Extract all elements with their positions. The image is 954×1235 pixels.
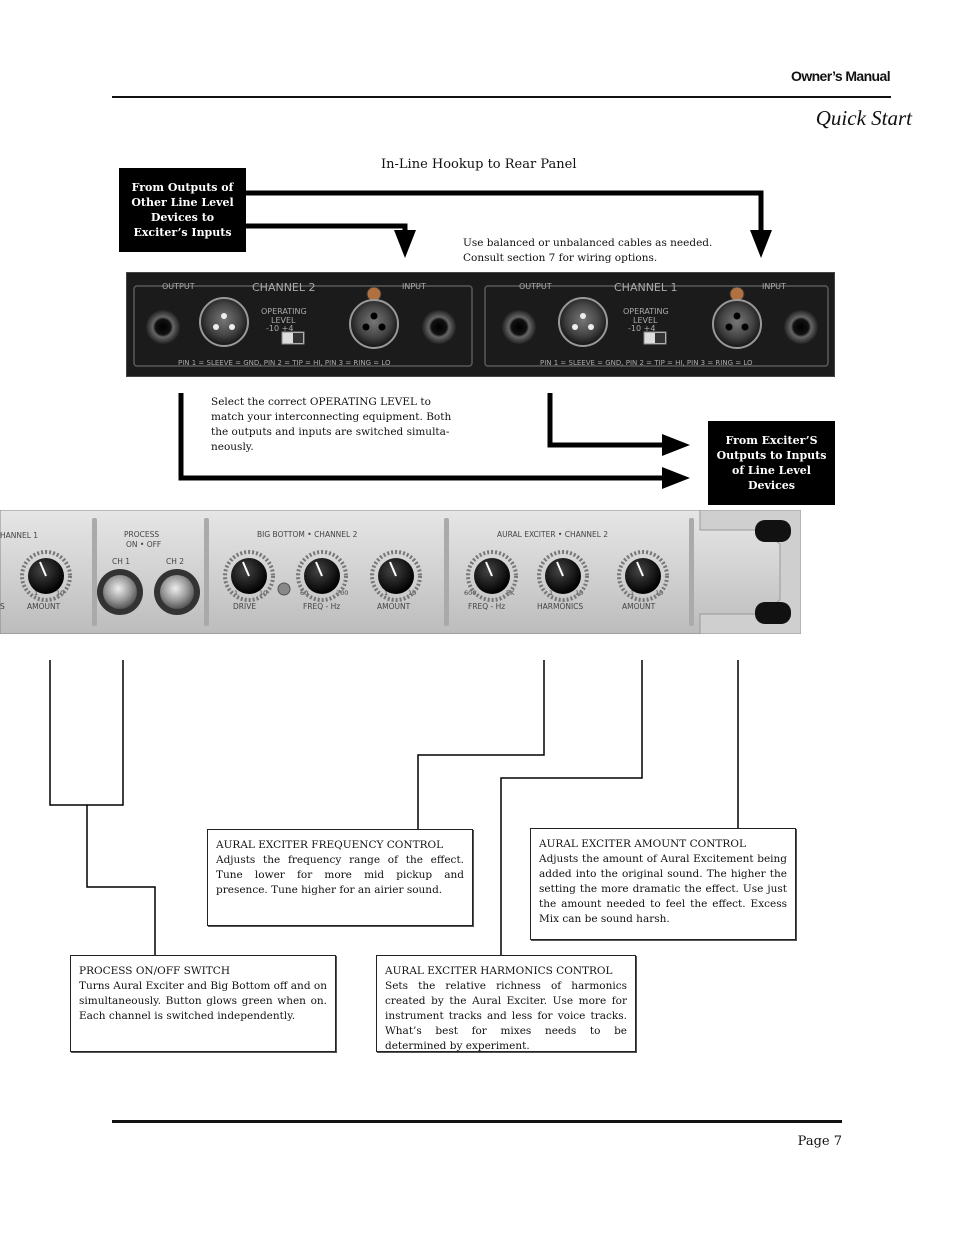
diagram-title: In-Line Hookup to Rear Panel [381,157,577,172]
harmonics-callout-title: AURAL EXCITER HARMONICS CONTROL [385,965,613,977]
rear-pin-text: PIN 1 = SLEEVE = GND, PIN 2 = TIP = HI, … [178,359,391,367]
rack-slot-top [755,520,791,542]
cables-note-line: Use balanced or unbalanced cables as nee… [463,237,713,249]
arrowhead [394,230,416,258]
scale-1: 1 [630,589,634,597]
scale-1: 1 [549,589,553,597]
output-arrow-ch1 [547,393,670,448]
outputs-dest-box: From Exciter’S Outputs to Inputs of Line… [708,421,835,505]
process-callout-title: PROCESS ON/OFF SWITCH [79,965,230,977]
scale-10: 10 [408,589,416,597]
amount-callout-title: AURAL EXCITER AMOUNT CONTROL [539,838,746,850]
rear-operating-label: OPERATING [623,307,669,316]
frequency-callout-title: AURAL EXCITER FREQUENCY CONTROL [216,839,444,851]
page-number: Page 7 [797,1134,842,1149]
knob-freq-bb [304,558,340,594]
knob-freq-ae [474,558,510,594]
rear-output-label: OUTPUT [162,282,195,291]
harmonics-callout-body: Sets the relative richness of harmonics … [385,980,627,1052]
xlr-input-ch1 [712,299,762,349]
scale-1: 1 [34,589,38,597]
scale-10: 10 [655,589,663,597]
drive-label: DRIVE [233,602,256,611]
rear-operating-label: OPERATING [261,307,307,316]
arrowhead [662,467,690,489]
big-bottom-label: BIG BOTTOM • CHANNEL 2 [257,530,358,539]
process-callout: PROCESS ON/OFF SWITCH Turns Aural Excite… [70,955,336,1052]
scale-1: 1 [234,589,238,597]
jack-input-ch1 [784,310,818,344]
scale-200: 200 [336,589,348,597]
jack-output-ch2 [146,310,180,344]
rear-input-label: INPUT [402,282,426,291]
scale-1: 1 [384,589,388,597]
jack-output-ch1 [502,310,536,344]
knob-drive [231,558,267,594]
front-s-label: S [0,602,5,611]
cables-note-line: Consult section 7 for wiring options. [463,252,658,264]
level-note: Select the correct OPERATING LEVEL to ma… [211,395,451,455]
inputs-source-box: From Outputs of Other Line Level Devices… [119,168,246,252]
input-arrows [178,190,772,489]
led-indicator [277,582,291,596]
level-note-line: the outputs and inputs are switched simu… [211,426,450,438]
knob-amount-bb [378,558,414,594]
amount-label-ch1: AMOUNT [27,602,61,611]
header-section-title: Quick Start [815,106,912,130]
leader-lines [49,660,739,955]
rear-pin-text: PIN 1 = SLEEVE = GND, PIN 2 = TIP = HI, … [540,359,753,367]
amount-callout: AURAL EXCITER AMOUNT CONTROL Adjusts the… [530,828,796,940]
input-arrow-ch2 [246,223,408,238]
outputs-dest-label: From Exciter’S Outputs to Inputs of Line… [716,434,827,492]
rear-channel1-label: CHANNEL 1 [614,281,678,294]
front-panel: HANNEL 1 PROCESS ON • OFF CH 1 CH 2 BIG … [0,510,801,634]
ch2-label: CH 2 [166,557,184,566]
knob-amount-ae [625,558,661,594]
header-rule [112,96,891,98]
level-note-line: neously. [211,441,254,453]
front-channel1-label: HANNEL 1 [0,531,38,540]
output-arrow-ch2 [178,393,670,481]
harmonics-label: HARMONICS [537,602,583,611]
level-note-line: match your interconnecting equipment. Bo… [211,411,452,423]
frequency-callout-body: Adjusts the frequency range of the effec… [216,854,464,896]
rear-panel: OUTPUT CHANNEL 2 INPUT OPERATING LEVEL -… [126,272,835,377]
ch1-label: CH 1 [112,557,130,566]
xlr-output-ch2 [199,297,249,347]
rear-level-label: LEVEL [271,316,296,325]
process-label: PROCESS [124,530,159,539]
arrowhead [750,230,772,258]
process-callout-body: Turns Aural Exciter and Big Bottom off a… [79,980,327,1022]
aural-exciter-label: AURAL EXCITER • CHANNEL 2 [497,530,608,539]
arrowhead [662,434,690,456]
amount-label-bb: AMOUNT [377,602,411,611]
rack-slot-bottom [755,602,791,624]
rear-output-label: OUTPUT [519,282,552,291]
xlr-input-ch2 [349,299,399,349]
knob-harmonics-ae [545,558,581,594]
footer-rule [112,1120,842,1123]
inputs-source-label: From Outputs of Other Line Level Devices… [131,181,234,239]
scale-600: 600 [464,589,476,597]
jack-input-ch2 [422,310,456,344]
rear-input-label: INPUT [762,282,786,291]
input-arrow-ch1 [246,190,764,238]
harmonics-callout: AURAL EXCITER HARMONICS CONTROL Sets the… [376,955,636,1052]
rear-level-label: LEVEL [633,316,658,325]
amount-callout-body: Adjusts the amount of Aural Excitement b… [539,853,787,925]
scale-10: 10 [575,589,583,597]
header-manual-title: Owner’s Manual [791,68,891,84]
rear-level-values: -10 +4 [266,324,293,333]
freq-label-bb: FREQ - Hz [303,602,340,611]
freq-label-ae: FREQ - Hz [468,602,505,611]
level-note-line: Select the correct OPERATING LEVEL to [211,396,431,408]
rear-channel2-label: CHANNEL 2 [252,281,316,294]
frequency-callout: AURAL EXCITER FREQUENCY CONTROL Adjusts … [207,829,473,926]
on-off-label: ON • OFF [126,540,161,549]
xlr-output-ch1 [558,297,608,347]
cables-note: Use balanced or unbalanced cables as nee… [463,236,712,266]
rear-level-values: -10 +4 [628,324,655,333]
amount-label-ae: AMOUNT [622,602,656,611]
knob-amount-ch1 [28,558,64,594]
